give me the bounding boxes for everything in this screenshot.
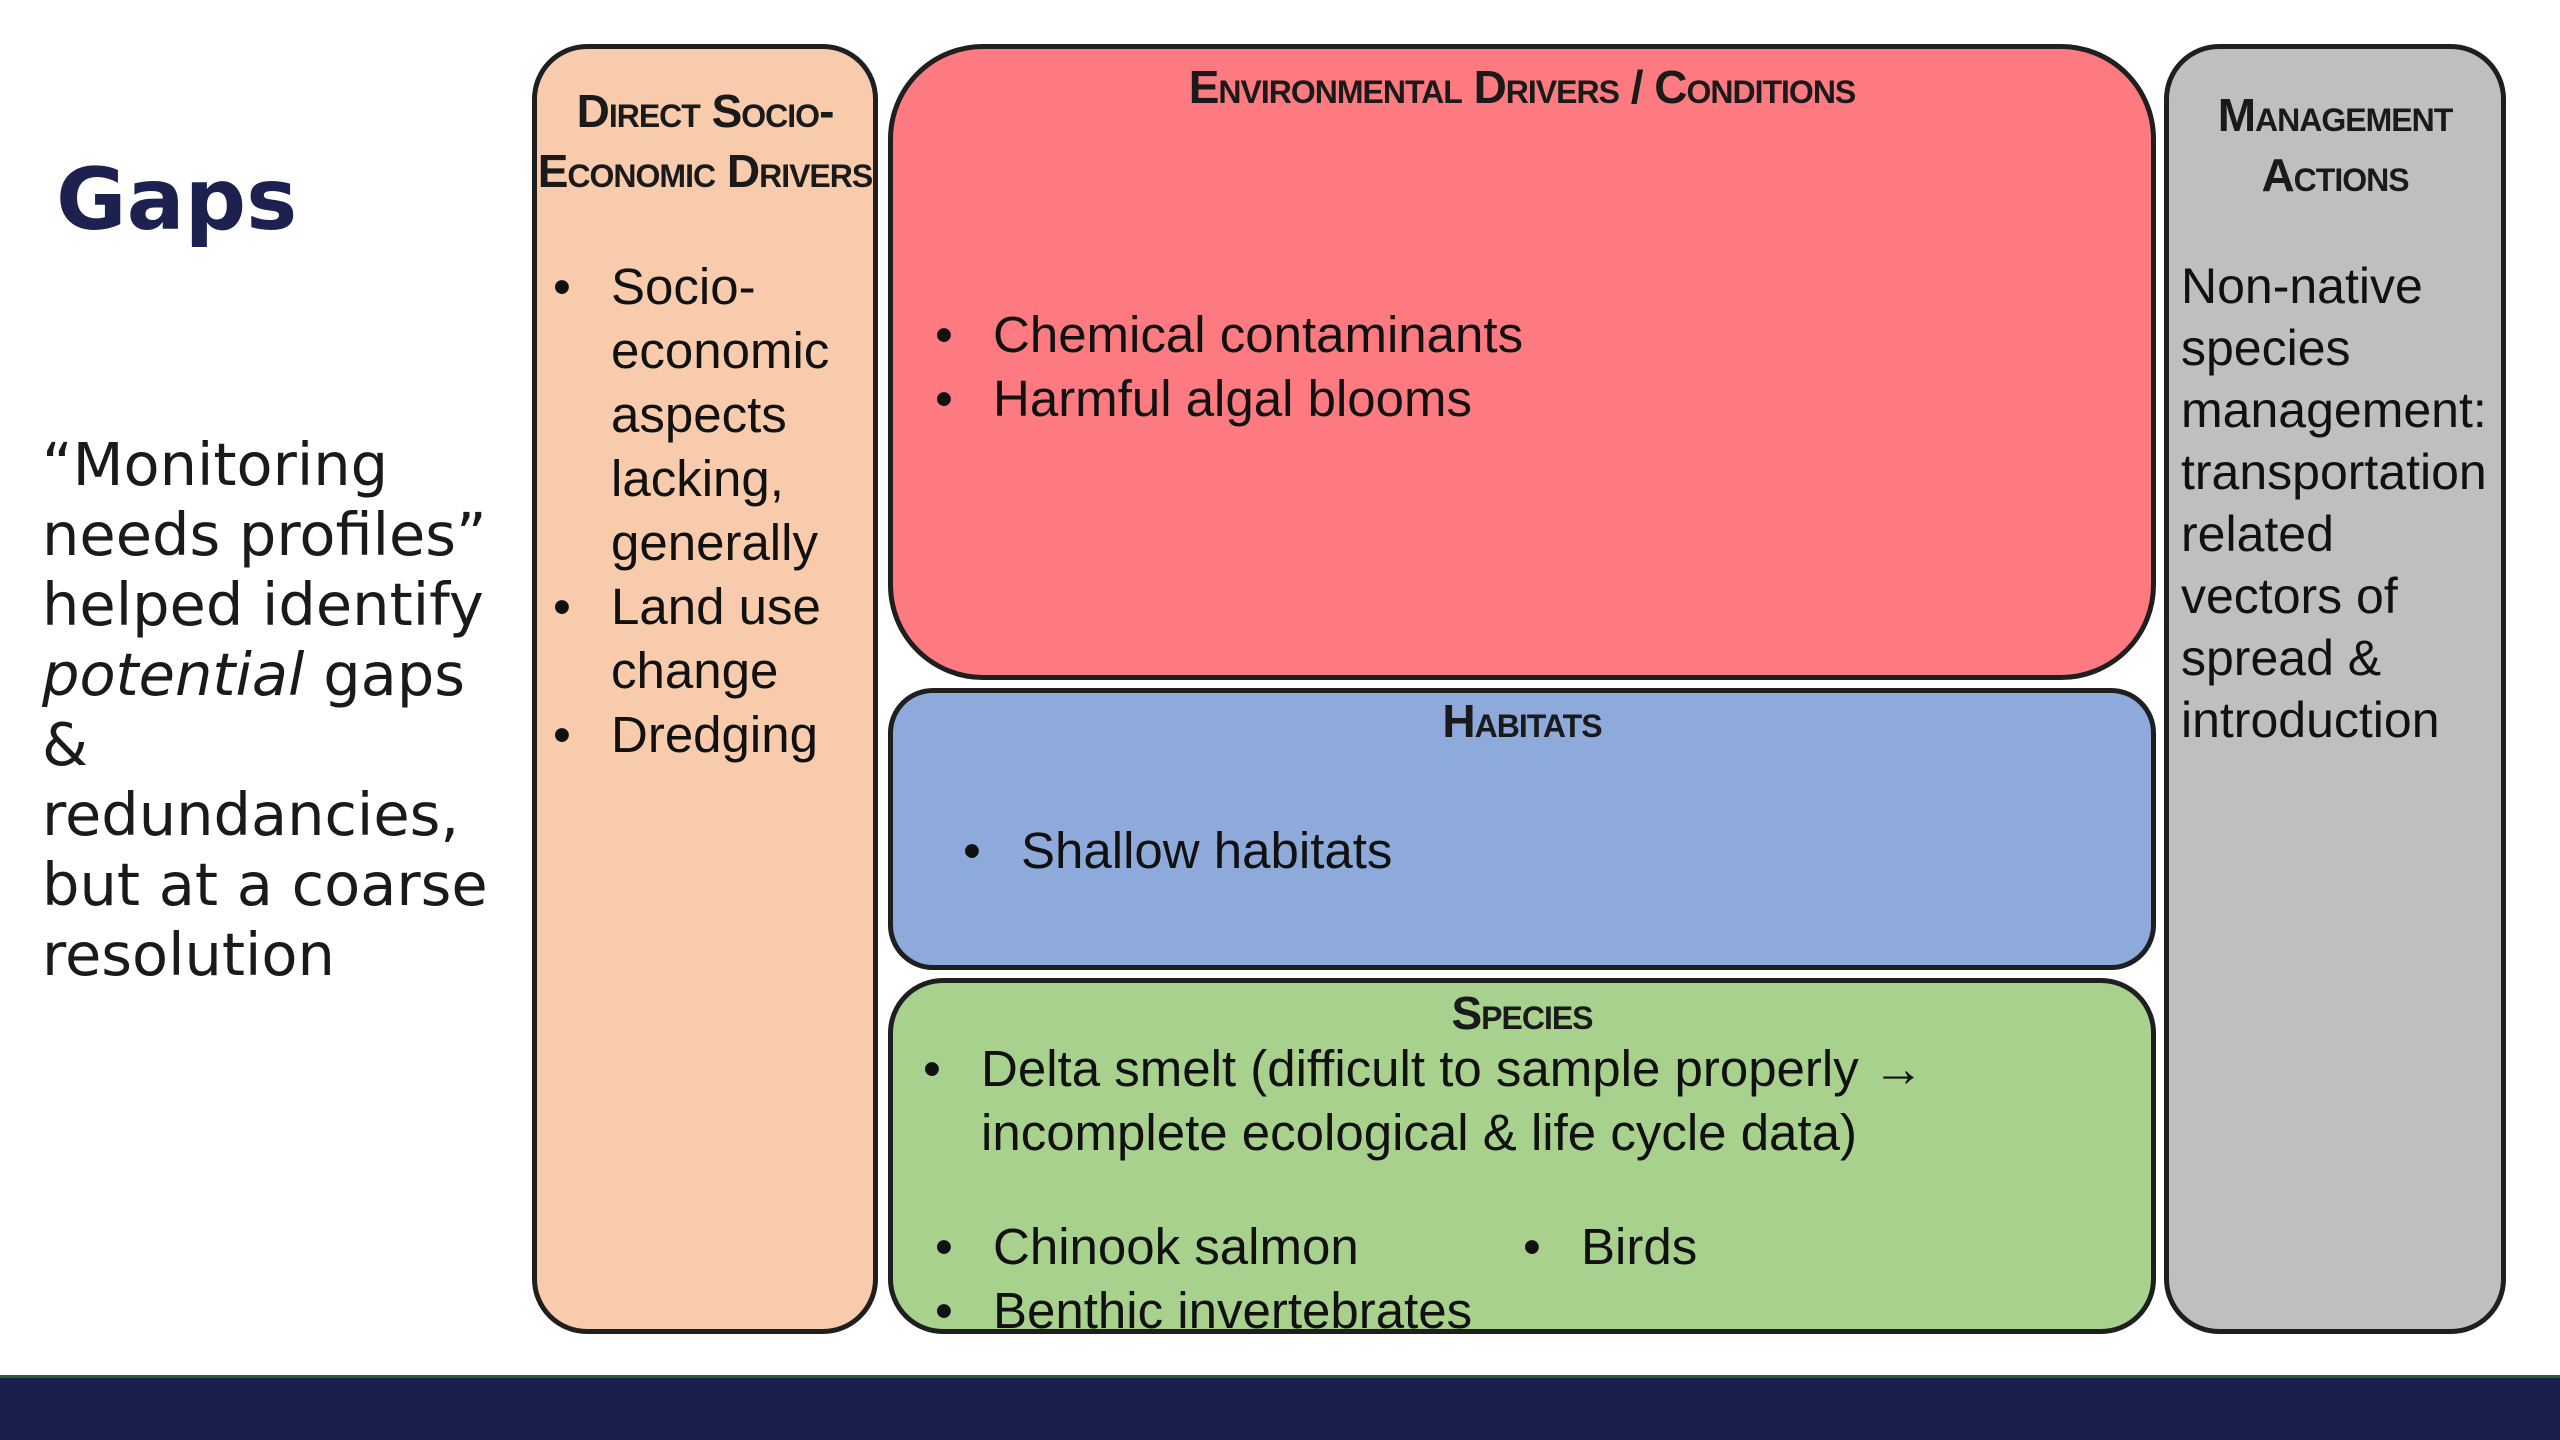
list-item: Land use change (547, 575, 877, 703)
quote-text: “Monitoring needs profiles” helped ident… (42, 430, 512, 990)
habitats-list: Shallow habitats (957, 819, 2057, 883)
quote-emphasis: potential (42, 640, 305, 709)
management-header-line1: Management (2217, 89, 2454, 141)
list-item: Birds (1517, 1215, 1917, 1279)
quote-part2: gaps & redundancies, but at a coarse res… (42, 640, 488, 989)
environmental-list: Chemical contaminants Harmful algal bloo… (929, 303, 2029, 431)
socio-economic-header: Direct Socio- Economic Drivers (537, 81, 873, 201)
list-item: Benthic invertebrates (929, 1279, 1489, 1343)
list-item: Dredging (547, 703, 877, 767)
habitats-header: Habitats (1442, 695, 1602, 747)
quote-part1: “Monitoring needs profiles” helped ident… (42, 430, 487, 639)
socio-economic-list: Socio-economic aspects lacking, generall… (547, 255, 877, 767)
management-header: Management Actions (2169, 85, 2501, 205)
list-item: Socio-economic aspects lacking, generall… (547, 255, 877, 575)
environmental-header: Environmental Drivers / Conditions (1188, 61, 1857, 113)
list-item: Shallow habitats (957, 819, 2057, 883)
species-main-list: Delta smelt (difficult to sample properl… (917, 1037, 1997, 1165)
socio-economic-drivers-box: Direct Socio- Economic Drivers Socio-eco… (532, 44, 878, 1334)
slide-title: Gaps (56, 150, 298, 250)
list-item: Delta smelt (difficult to sample properl… (917, 1037, 1997, 1165)
species-list-col1: Chinook salmon Benthic invertebrates (929, 1215, 1489, 1343)
footer-bar (0, 1375, 2560, 1440)
list-item: Chemical contaminants (929, 303, 2029, 367)
species-header: Species (1451, 987, 1593, 1039)
species-list-col2: Birds (1517, 1215, 1917, 1279)
list-item: Chinook salmon (929, 1215, 1489, 1279)
management-actions-box: Management Actions Non-native species ma… (2164, 44, 2506, 1334)
environmental-drivers-box: Environmental Drivers / Conditions Chemi… (888, 44, 2156, 680)
socio-header-line2: Economic Drivers (537, 145, 873, 197)
list-item: Harmful algal blooms (929, 367, 2029, 431)
habitats-box: Habitats Shallow habitats (888, 688, 2156, 970)
socio-header-line1: Direct Socio- (576, 85, 835, 137)
management-text: Non-native species management: transport… (2181, 258, 2487, 748)
management-header-line2: Actions (2261, 149, 2409, 201)
species-box: Species Delta smelt (difficult to sample… (888, 978, 2156, 1343)
